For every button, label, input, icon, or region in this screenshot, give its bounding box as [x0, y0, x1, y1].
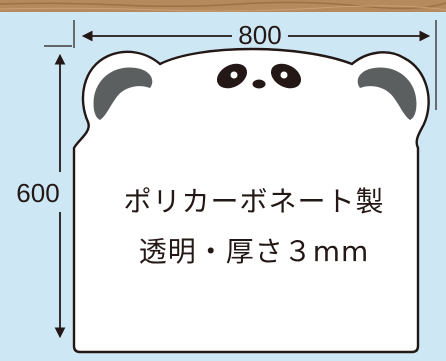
left-ear-icon: [93, 67, 153, 120]
right-ear-icon: [357, 67, 417, 120]
left-eye-highlight: [230, 71, 238, 79]
wood-strip: [0, 0, 446, 12]
height-dimension: 600: [16, 45, 72, 339]
panel-outline: [72, 47, 430, 354]
nose-icon: [252, 79, 266, 89]
height-label: 600: [16, 178, 59, 208]
material-text: ポリカーボネート製: [123, 185, 385, 218]
width-dimension: 800: [73, 20, 437, 110]
panda-panel: [72, 47, 430, 354]
width-label: 800: [238, 20, 281, 50]
right-eye-highlight: [280, 71, 288, 79]
thickness-text: 透明・厚さ３mm: [138, 235, 370, 268]
